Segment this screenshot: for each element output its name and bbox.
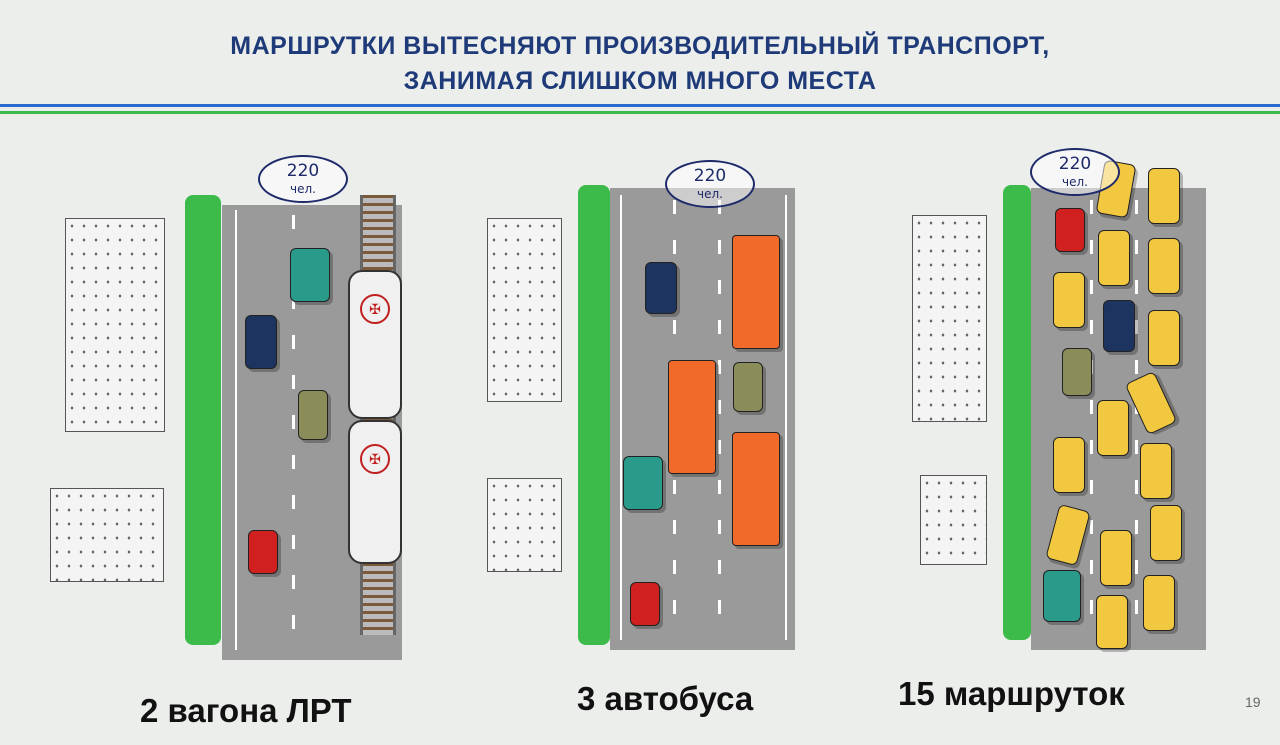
slide-title-line2: ЗАНИМАЯ СЛИШКОМ МНОГО МЕСТА [403,67,877,95]
grass-strip [578,185,610,645]
building [487,218,562,402]
count-unit: чел. [290,182,316,196]
lane-marking [292,215,295,645]
count-value: 220 [1058,154,1092,174]
van [290,248,330,302]
minibus [1150,505,1182,561]
minibus [1053,437,1085,493]
slide-title-line1: МАРШРУТКИ ВЫТЕСНЯЮТ ПРОИЗВОДИТЕЛЬНЫЙ ТРА… [230,32,1050,60]
car [248,530,278,574]
bus [732,235,780,349]
minibus [1140,443,1172,499]
building [65,218,165,432]
van [623,456,663,510]
minibus [1096,595,1128,649]
road-edge [620,195,622,640]
minibus [1098,230,1130,286]
car [1062,348,1092,396]
building [912,215,987,422]
bus [732,432,780,546]
scene-label: 2 вагона ЛРТ [140,692,352,729]
car [733,362,763,412]
building [487,478,562,572]
lrt-logo-icon: ✠ [360,444,390,474]
count-unit: чел. [1062,175,1088,189]
car [630,582,660,626]
grass-strip [1003,185,1031,640]
minibus [1148,238,1180,294]
car [1103,300,1135,352]
grass-strip [185,195,221,645]
road-edge [235,210,237,650]
minibus [1100,530,1132,586]
page-number: 19 [1245,694,1261,710]
lrt-car: ✠ [348,420,402,564]
building [50,488,164,582]
green-rule [0,111,1280,114]
lrt-car: ✠ [348,270,402,419]
minibus [1148,168,1180,224]
minibus [1143,575,1175,631]
car [645,262,677,314]
lane-marking [1090,200,1093,640]
lrt-logo-icon: ✠ [360,294,390,324]
lane-marking [718,200,721,640]
bus [668,360,716,474]
count-value: 220 [693,166,727,186]
minibus [1053,272,1085,328]
car [1055,208,1085,252]
car [298,390,328,440]
count-unit: чел. [697,187,723,201]
minibus [1148,310,1180,366]
scene-label: 15 маршруток [898,675,1125,712]
van [1043,570,1081,622]
car [245,315,277,369]
scene-label: 3 автобуса [577,680,754,717]
minibus [1097,400,1129,456]
road-edge [785,195,787,640]
lane-marking [1135,200,1138,640]
building [920,475,987,565]
count-value: 220 [286,161,320,181]
blue-rule [0,104,1280,107]
